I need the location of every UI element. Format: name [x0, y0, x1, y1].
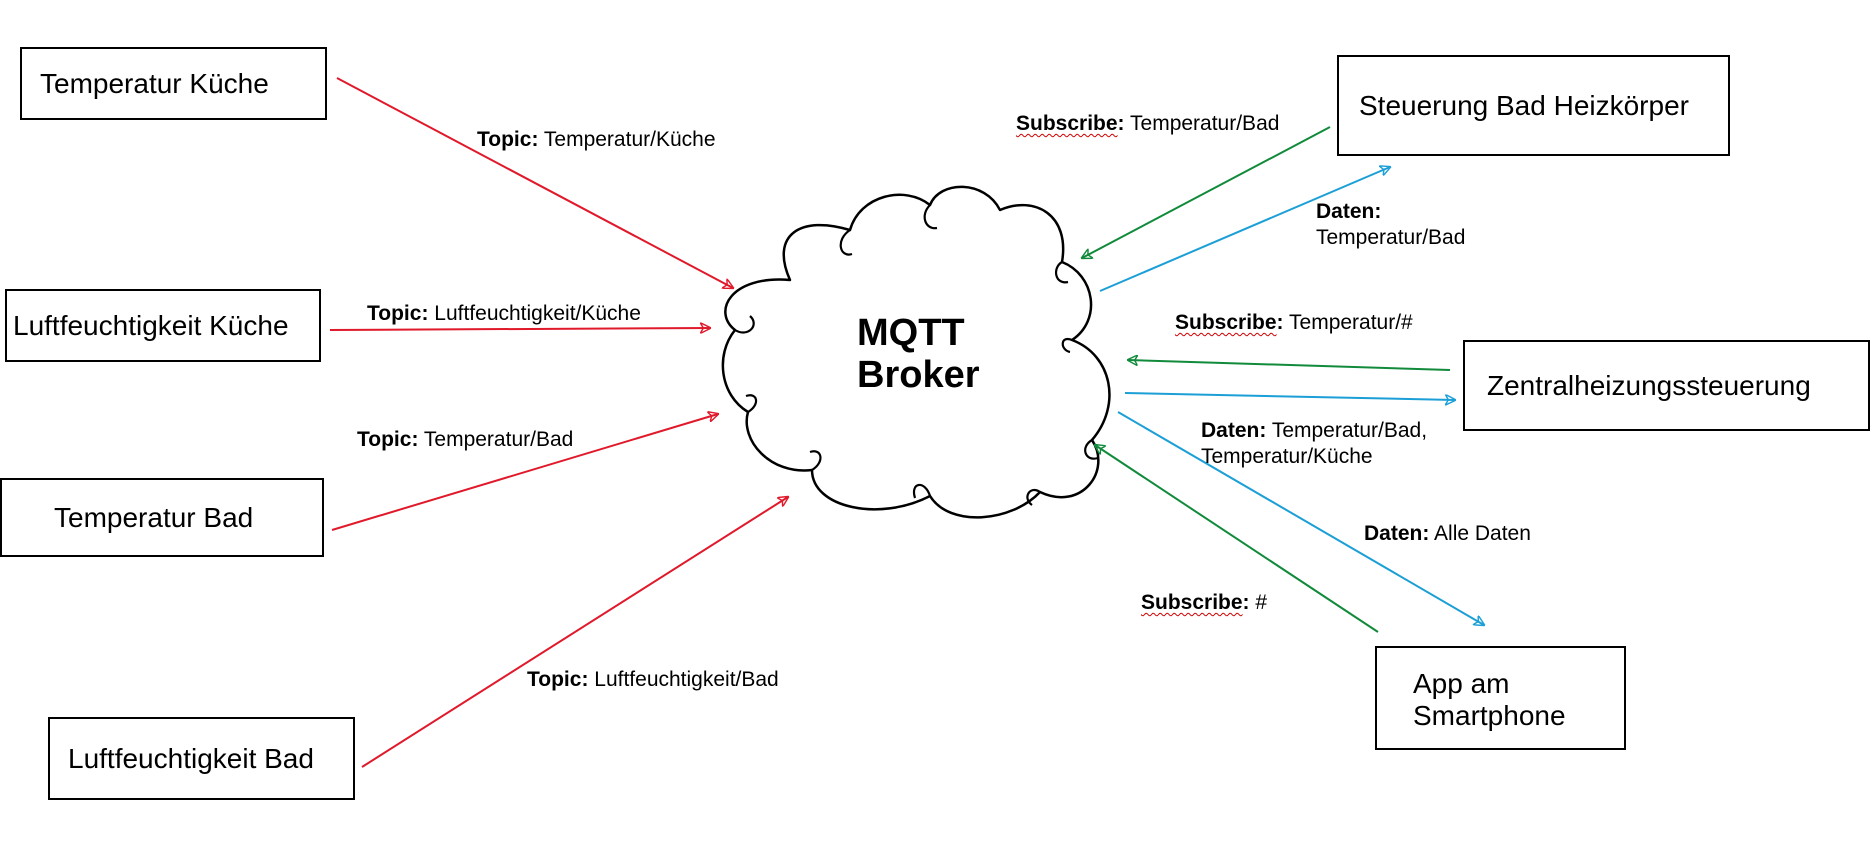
arrow-data-app: [1117, 411, 1484, 625]
cloud-curl: [1054, 261, 1069, 284]
cloud-curl: [912, 483, 932, 499]
cloud-curl: [1084, 439, 1099, 460]
node-label: Steuerung Bad Heizkörper: [1359, 89, 1689, 121]
arrow-data-zentral: [1124, 392, 1455, 400]
cloud-curl: [839, 229, 853, 256]
node-temperatur-kueche: Temperatur Küche: [20, 47, 327, 120]
label-daten-heizkoerper: Daten: Temperatur/Bad: [1316, 200, 1466, 249]
cloud-curl: [745, 394, 758, 413]
cloud-curl: [734, 315, 755, 334]
node-label: Luftfeuchtigkeit Bad: [68, 742, 314, 774]
label-topic-temp-kueche: Topic: Temperatur/Küche: [477, 128, 716, 151]
label-subscribe-app: Subscribe: #: [1141, 591, 1268, 614]
arrow-subscribe-zentral: [1128, 360, 1451, 371]
label-topic-temp-bad: Topic: Temperatur/Bad: [357, 428, 574, 451]
node-label: Luftfeuchtigkeit Küche: [13, 309, 289, 341]
broker-line2: Broker: [857, 354, 980, 396]
arrow-publish-temp-kueche: [336, 77, 733, 288]
node-temperatur-bad: Temperatur Bad: [0, 478, 324, 557]
broker-cloud: [721, 185, 1111, 519]
broker-line1: MQTT: [857, 312, 965, 354]
label-daten-app: Daten: Alle Daten: [1364, 522, 1531, 545]
arrow-publish-hum-kueche: [329, 328, 710, 330]
node-label: Temperatur Bad: [54, 501, 254, 533]
node-luftfeuchtigkeit-bad: Luftfeuchtigkeit Bad: [48, 717, 355, 800]
cloud-curl: [1061, 337, 1073, 354]
label-topic-hum-bad: Topic: Luftfeuchtigkeit/Bad: [527, 668, 779, 691]
node-luftfeuchtigkeit-kueche: Luftfeuchtigkeit Küche: [5, 289, 321, 362]
node-label-line2: Smartphone: [1413, 700, 1566, 731]
label-topic-hum-kueche: Topic: Luftfeuchtigkeit/Küche: [367, 302, 641, 325]
broker-label: MQTT Broker: [857, 312, 980, 396]
cloud-curl: [1026, 488, 1041, 506]
cloud-curl: [923, 204, 938, 230]
node-label: Zentralheizungssteuerung: [1487, 369, 1811, 401]
label-subscribe-heizkoerper: Subscribe: Temperatur/Bad: [1016, 112, 1280, 135]
node-app-am-smartphone: App am Smartphone: [1375, 646, 1626, 750]
node-zentralheizungssteuerung: Zentralheizungssteuerung: [1463, 340, 1870, 431]
arrow-subscribe-app: [1095, 445, 1379, 633]
arrow-publish-temp-bad: [331, 414, 718, 531]
node-label-line1: App am: [1413, 668, 1510, 699]
arrow-publish-hum-bad: [361, 497, 788, 768]
cloud-curl: [809, 450, 822, 471]
arrow-data-heizkoerper: [1099, 167, 1390, 292]
label-daten-zentral: Daten: Temperatur/Bad, Temperatur/Küche: [1201, 419, 1428, 468]
label-subscribe-zentral: Subscribe: Temperatur/#: [1175, 311, 1413, 334]
arrow-subscribe-heizkoerper: [1082, 126, 1331, 258]
node-steuerung-bad-heizkoerper: Steuerung Bad Heizkörper: [1337, 55, 1730, 156]
node-label: Temperatur Küche: [40, 67, 269, 99]
